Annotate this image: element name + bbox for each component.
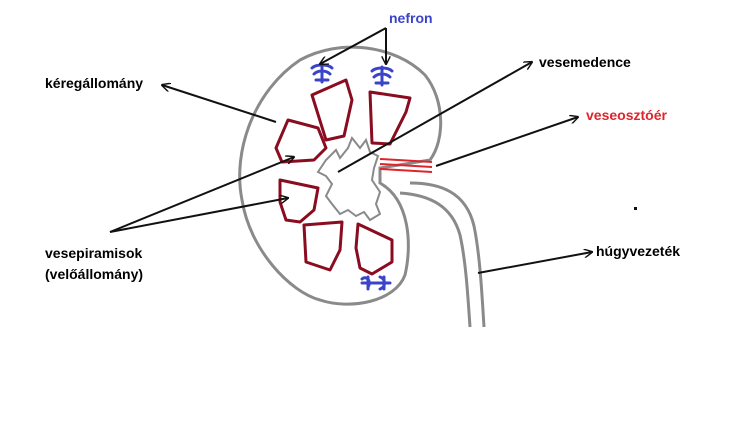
pyramid: [310, 78, 354, 142]
nephron: [360, 275, 392, 291]
pyramid: [278, 178, 320, 224]
arrows: [109, 27, 592, 274]
renal-artery: [379, 158, 433, 173]
arrow-kereg: [162, 85, 277, 123]
label-vesemedence: vesemedence: [539, 54, 631, 70]
label-veseosztoer: veseosztóér: [586, 107, 667, 123]
label-keregallomany: kéregállomány: [45, 75, 144, 91]
ureter-wall: [399, 191, 472, 328]
pyramids: [274, 78, 412, 276]
label-hugyvezetek: húgyvezeték: [596, 243, 681, 259]
renal-pelvis: [316, 136, 382, 222]
pyramid: [368, 90, 412, 146]
arrow-piramis-upper: [109, 157, 294, 233]
stray-dot: [634, 207, 637, 210]
arrow-vesemedence: [337, 62, 532, 173]
pyramid: [302, 220, 344, 272]
label-nefron: nefron: [389, 10, 433, 26]
arrow-hugyvezetek: [477, 252, 592, 274]
arrow-veseoszto: [435, 117, 578, 167]
label-vesepiramisok: vesepiramisok: [45, 245, 143, 261]
nephron: [310, 62, 334, 84]
arrow-nefron-left: [320, 27, 387, 64]
arrow-piramis-lower: [109, 198, 288, 233]
nephron: [370, 65, 394, 87]
ureter: [409, 181, 486, 328]
kidney-outline: [238, 45, 443, 306]
pyramid: [274, 118, 328, 164]
pyramid: [354, 222, 394, 276]
label-veloallomany: (velőállomány): [45, 266, 144, 282]
